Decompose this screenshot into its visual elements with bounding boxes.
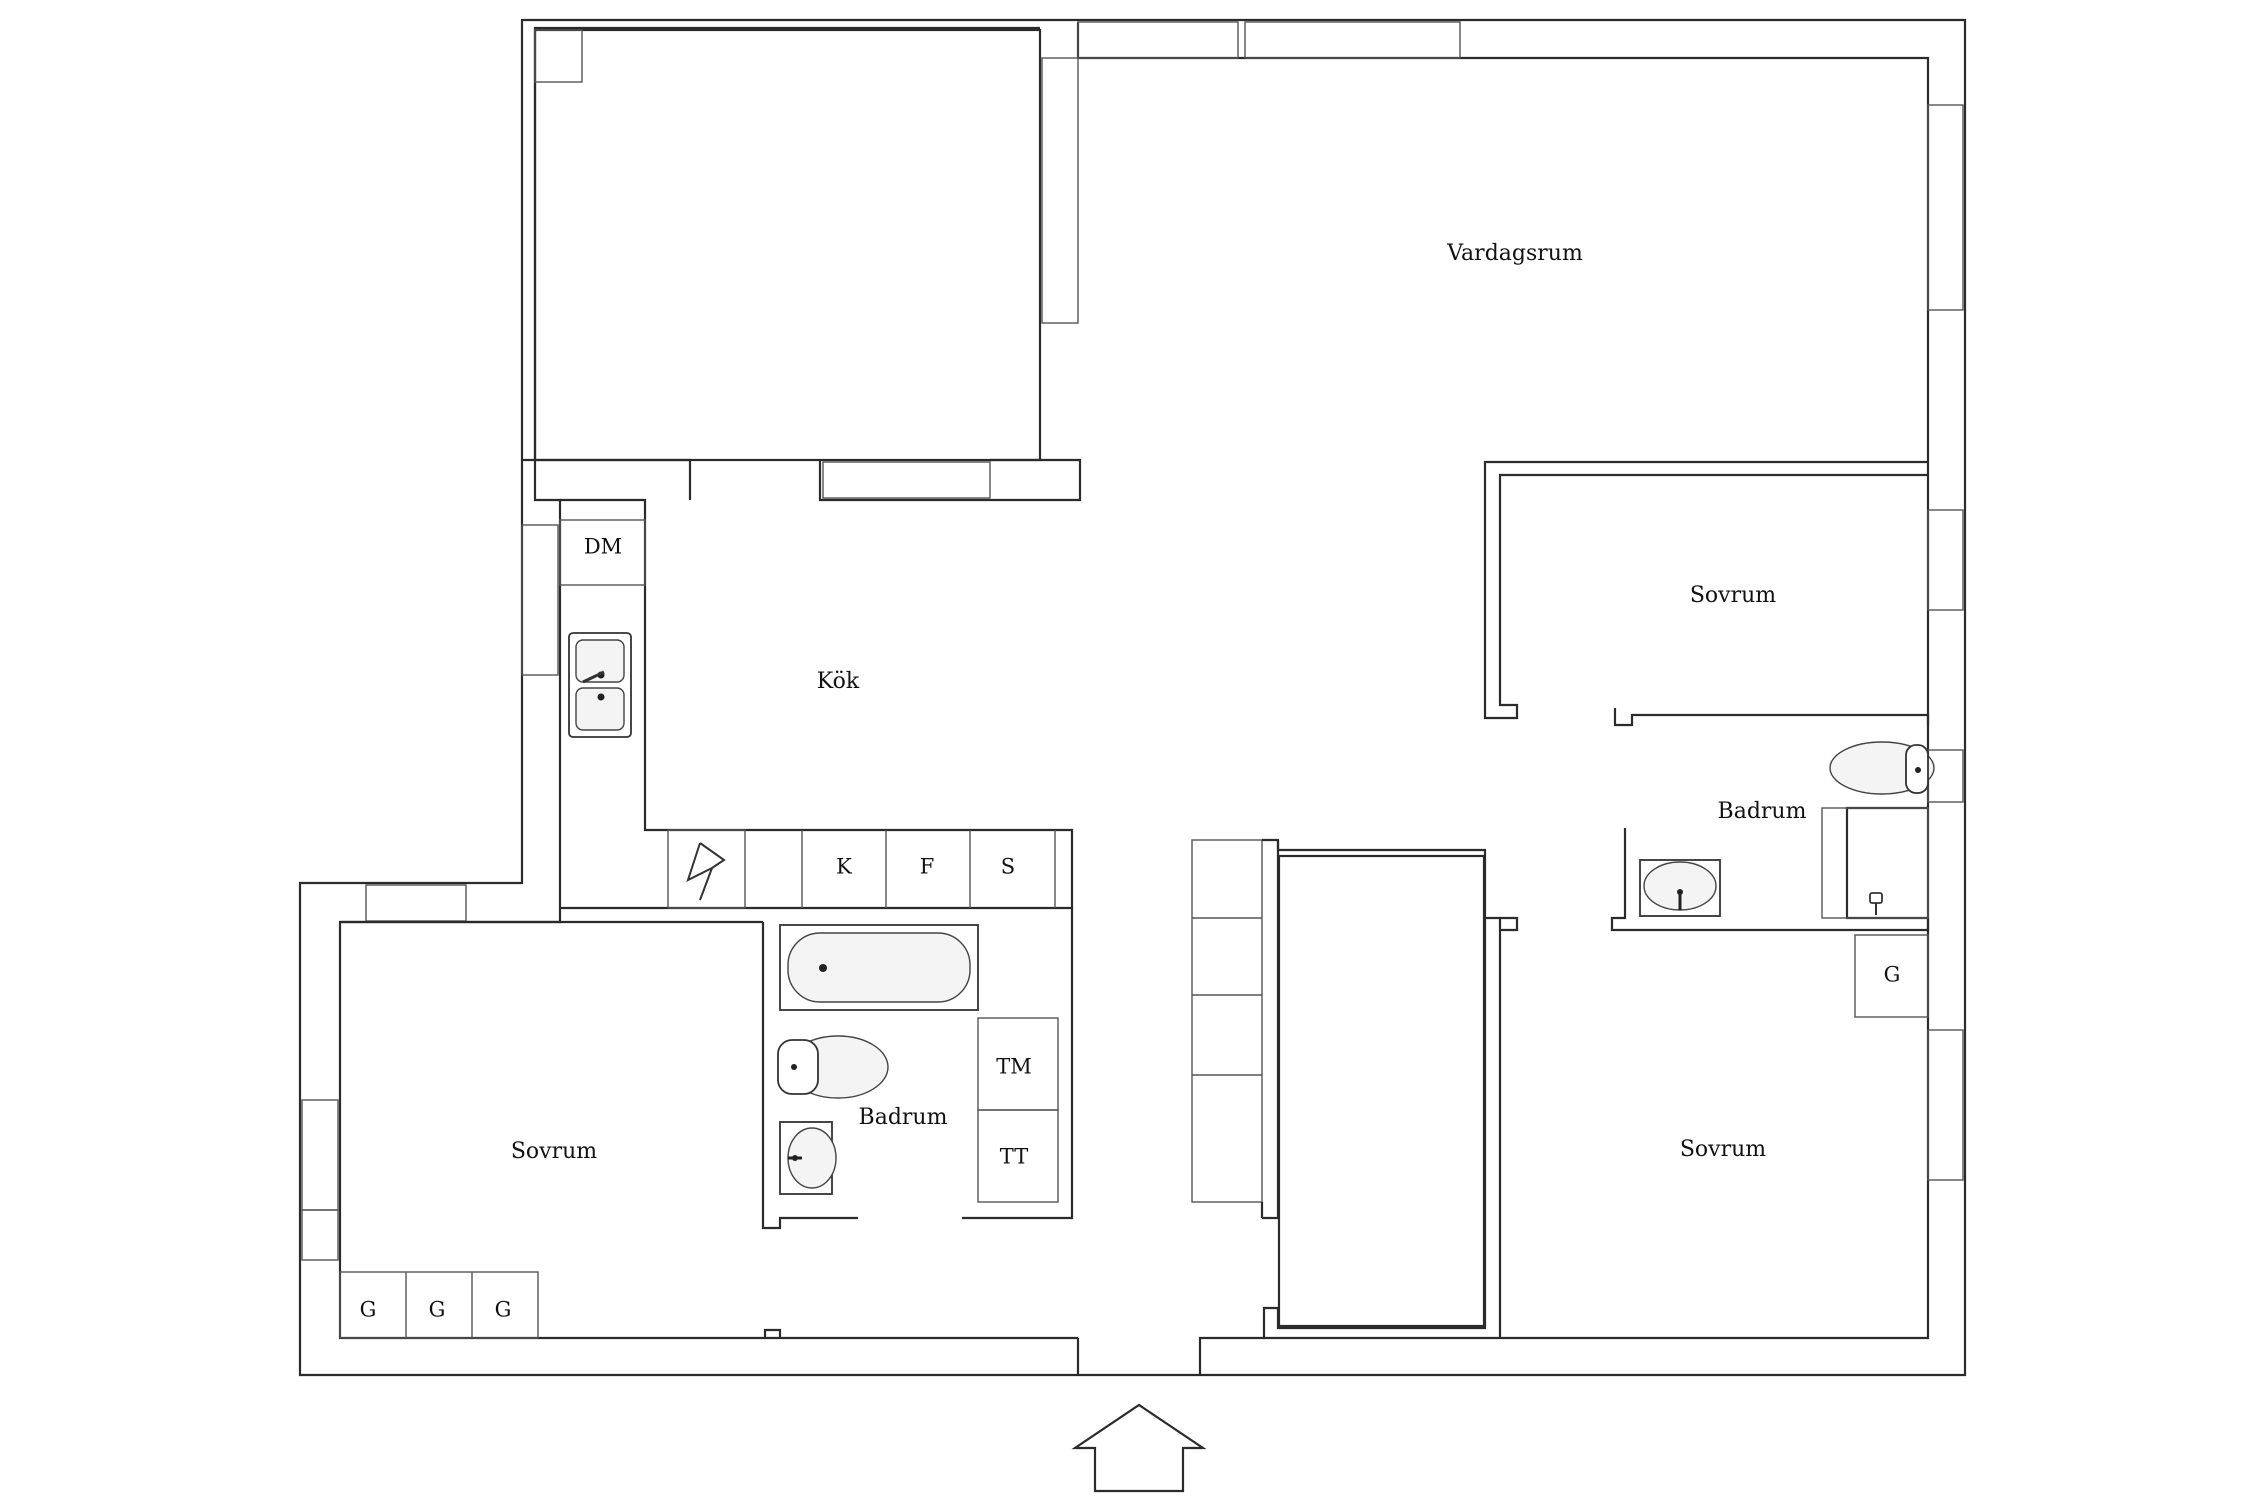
room-label-badrum-right: Badrum [1718,799,1807,824]
badrum-right-walls [1610,806,1930,932]
outer-wall-outline [298,18,1967,1377]
toilet-icon [777,1035,889,1099]
window-left-1 [521,524,559,676]
kitchen [559,498,1074,910]
dishwasher-cabinet [559,519,646,586]
top-left-room [522,28,1082,502]
appliance-label-k: K [836,855,852,879]
room-label-badrum-center: Badrum [859,1105,948,1130]
labels: Vardagsrum Kök Sovrum Sovrum Sovrum Badr… [360,241,1901,1322]
top-left-room-lower-wall [522,458,1082,502]
top-left-room-window [1041,57,1079,324]
sovrum-upper-right-lower-wall [1613,708,1930,727]
room-label-sovrum-lower-right: Sovrum [1680,1137,1766,1162]
top-left-corner-post [534,29,583,83]
shower-head-icon [1869,892,1883,915]
window-top-2 [1244,21,1461,59]
stove-icon [686,842,726,901]
window-right-2 [1927,509,1964,611]
sovrum-lower-right-wall [1485,916,1502,1338]
window-left-4 [301,1209,339,1261]
stove-cabinet [667,829,746,909]
closet-label-g1: G [360,1298,377,1322]
appliance-label-tm: TM [996,1055,1032,1079]
center-bathroom [761,908,1074,1230]
hall-wardrobe-wall [1260,838,1280,1220]
closet-row [339,1271,539,1339]
appliance-label-tt: TT [1000,1145,1028,1169]
appliance-label-f: F [920,855,935,879]
appliance-label-dm: DM [584,535,622,559]
center-bathroom-walls [761,908,1074,1230]
right-rooms [1483,460,1935,1338]
room-label-sovrum-upper-right: Sovrum [1690,583,1776,608]
window-right-1 [1927,104,1964,311]
room-label-kok: Kök [817,669,860,694]
window-left-2 [365,884,467,922]
top-left-room-walls [533,28,1042,462]
right-washbasin-icon [1639,859,1721,917]
appliance-label-s: S [1001,855,1015,879]
hall-block [1191,838,1487,1338]
window-left-3 [301,1099,339,1211]
closet-label-g3: G [495,1298,512,1322]
door-jamb-left [763,1328,782,1338]
outer-walls [298,18,1967,1377]
kitchen-counter-outline [560,498,1074,910]
room-label-sovrum-left: Sovrum [511,1139,597,1164]
top-left-room-lower-window [822,461,991,499]
shower-area [1821,807,1929,919]
center-storage-inner [1277,854,1486,1328]
door-jamb-right [1500,916,1519,932]
right-toilet-icon [1829,741,1935,795]
kitchen-sink-icon [568,632,632,738]
window-right-3 [1927,749,1964,803]
window-top-1 [1077,21,1239,59]
entrance-arrow-icon [1071,1403,1207,1493]
tt-cabinet [977,1109,1059,1203]
windows [301,21,1964,1261]
left-bedroom [339,920,782,1339]
window-right-4 [1927,1029,1964,1181]
bathtub-icon [779,924,979,1011]
center-storage-walls [1262,840,1487,1338]
room-label-vardagsrum: Vardagsrum [1446,241,1583,266]
washbasin-icon [779,1121,837,1195]
closet-label-g-right: G [1884,963,1901,987]
sovrum-upper-right-walls [1483,460,1928,720]
closet-right [1854,934,1929,1018]
closet-label-g2: G [429,1298,446,1322]
hall-wardrobe [1191,839,1263,1203]
